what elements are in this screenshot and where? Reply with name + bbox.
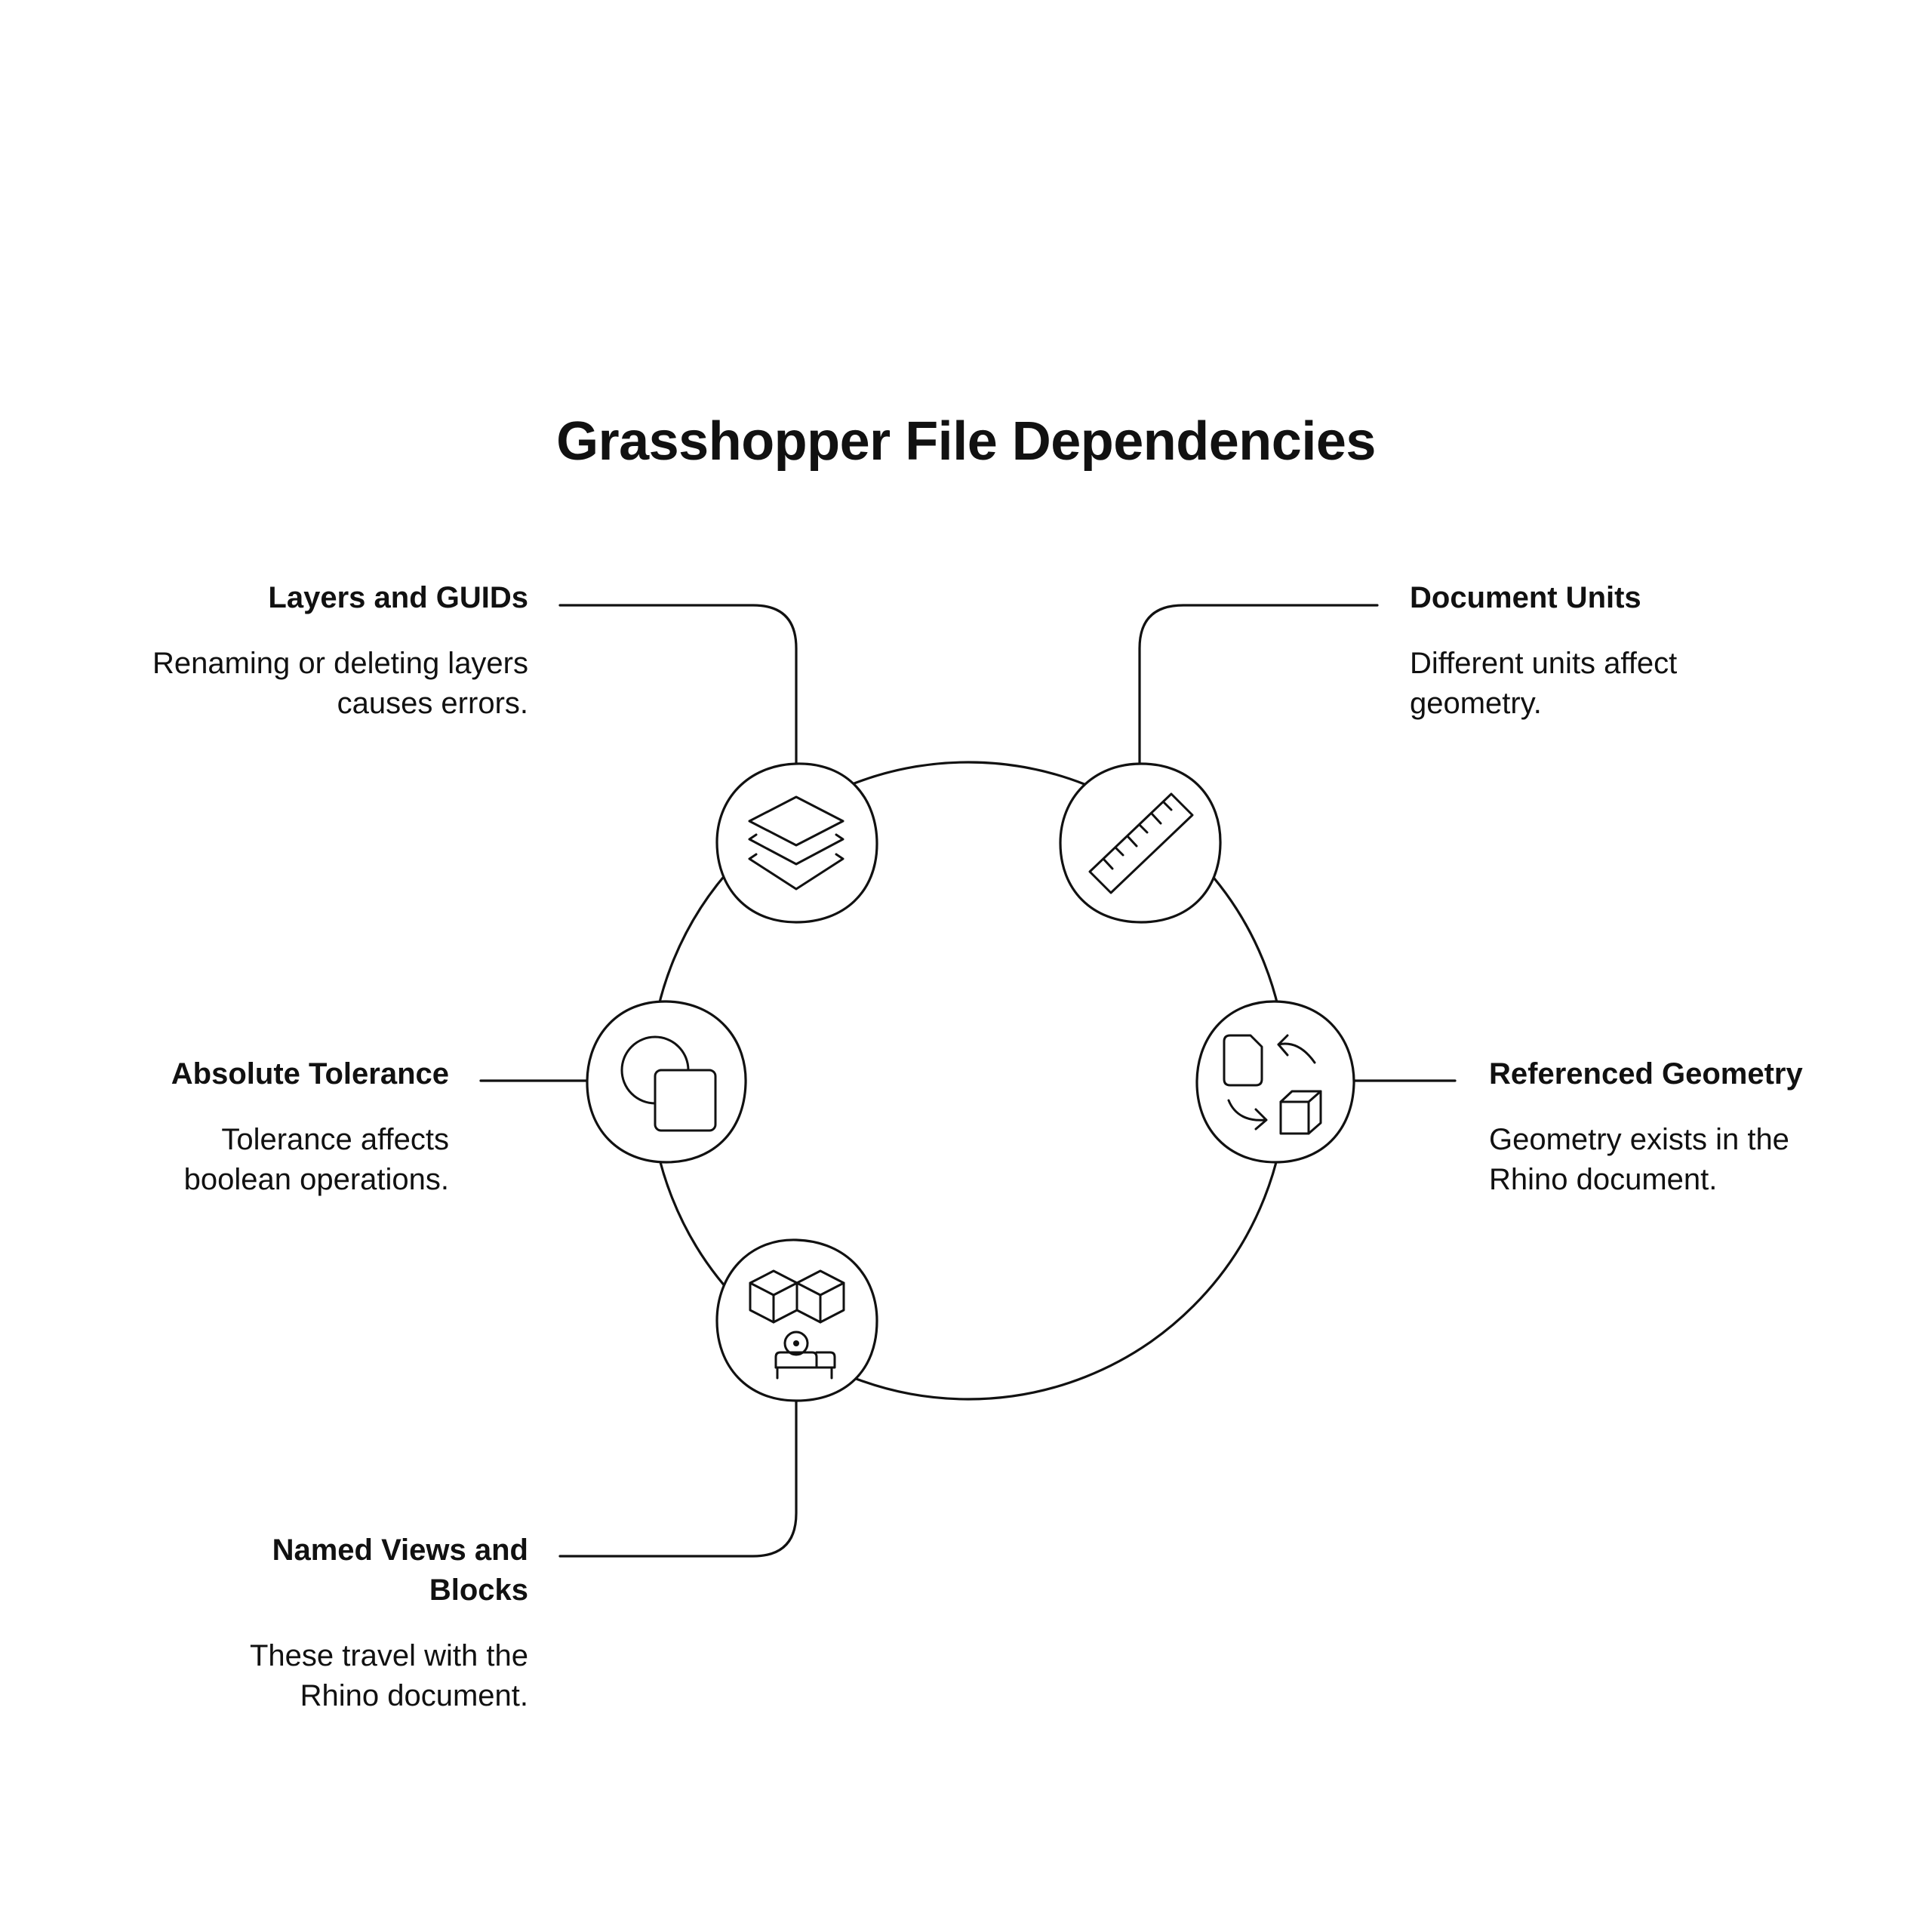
item-title: Named Views and Blocks: [272, 1534, 528, 1607]
item-description: Geometry exists in the Rhino document.: [1489, 1123, 1789, 1196]
connector-units: [1138, 604, 1379, 764]
label-referenced-geometry: Referenced Geometry Geometry exists in t…: [1489, 1054, 1836, 1200]
blocks-camera-icon: [749, 1269, 845, 1380]
item-title: Layers and GUIDs: [268, 581, 528, 614]
label-document-units: Document Units Different units affect ge…: [1410, 578, 1802, 724]
node-layers: [715, 762, 878, 924]
ruler-icon: [1088, 792, 1194, 894]
connector-views: [558, 1397, 798, 1558]
boolean-shapes-icon: [620, 1035, 717, 1132]
page-title: Grasshopper File Dependencies: [556, 411, 1376, 472]
item-description: Renaming or deleting layers causes error…: [152, 647, 528, 720]
label-absolute-tolerance: Absolute Tolerance Tolerance affects boo…: [128, 1054, 449, 1200]
layers-icon: [748, 795, 844, 891]
item-description: Different units affect geometry.: [1410, 647, 1678, 720]
item-description: Tolerance affects boolean operations.: [183, 1123, 449, 1196]
node-units: [1059, 762, 1222, 924]
document-cube-exchange-icon: [1223, 1034, 1322, 1135]
connector-layers: [558, 604, 798, 764]
item-description: These travel with the Rhino document.: [249, 1639, 528, 1712]
node-geometry: [1195, 1000, 1355, 1164]
node-tolerance: [586, 1000, 747, 1164]
item-title: Document Units: [1410, 581, 1641, 614]
item-title: Absolute Tolerance: [171, 1057, 449, 1091]
label-layers-and-guids: Layers and GUIDs Renaming or deleting la…: [151, 578, 528, 724]
node-views: [715, 1238, 878, 1402]
item-title: Referenced Geometry: [1489, 1057, 1803, 1091]
label-named-views-and-blocks: Named Views and Blocks These travel with…: [189, 1531, 528, 1716]
